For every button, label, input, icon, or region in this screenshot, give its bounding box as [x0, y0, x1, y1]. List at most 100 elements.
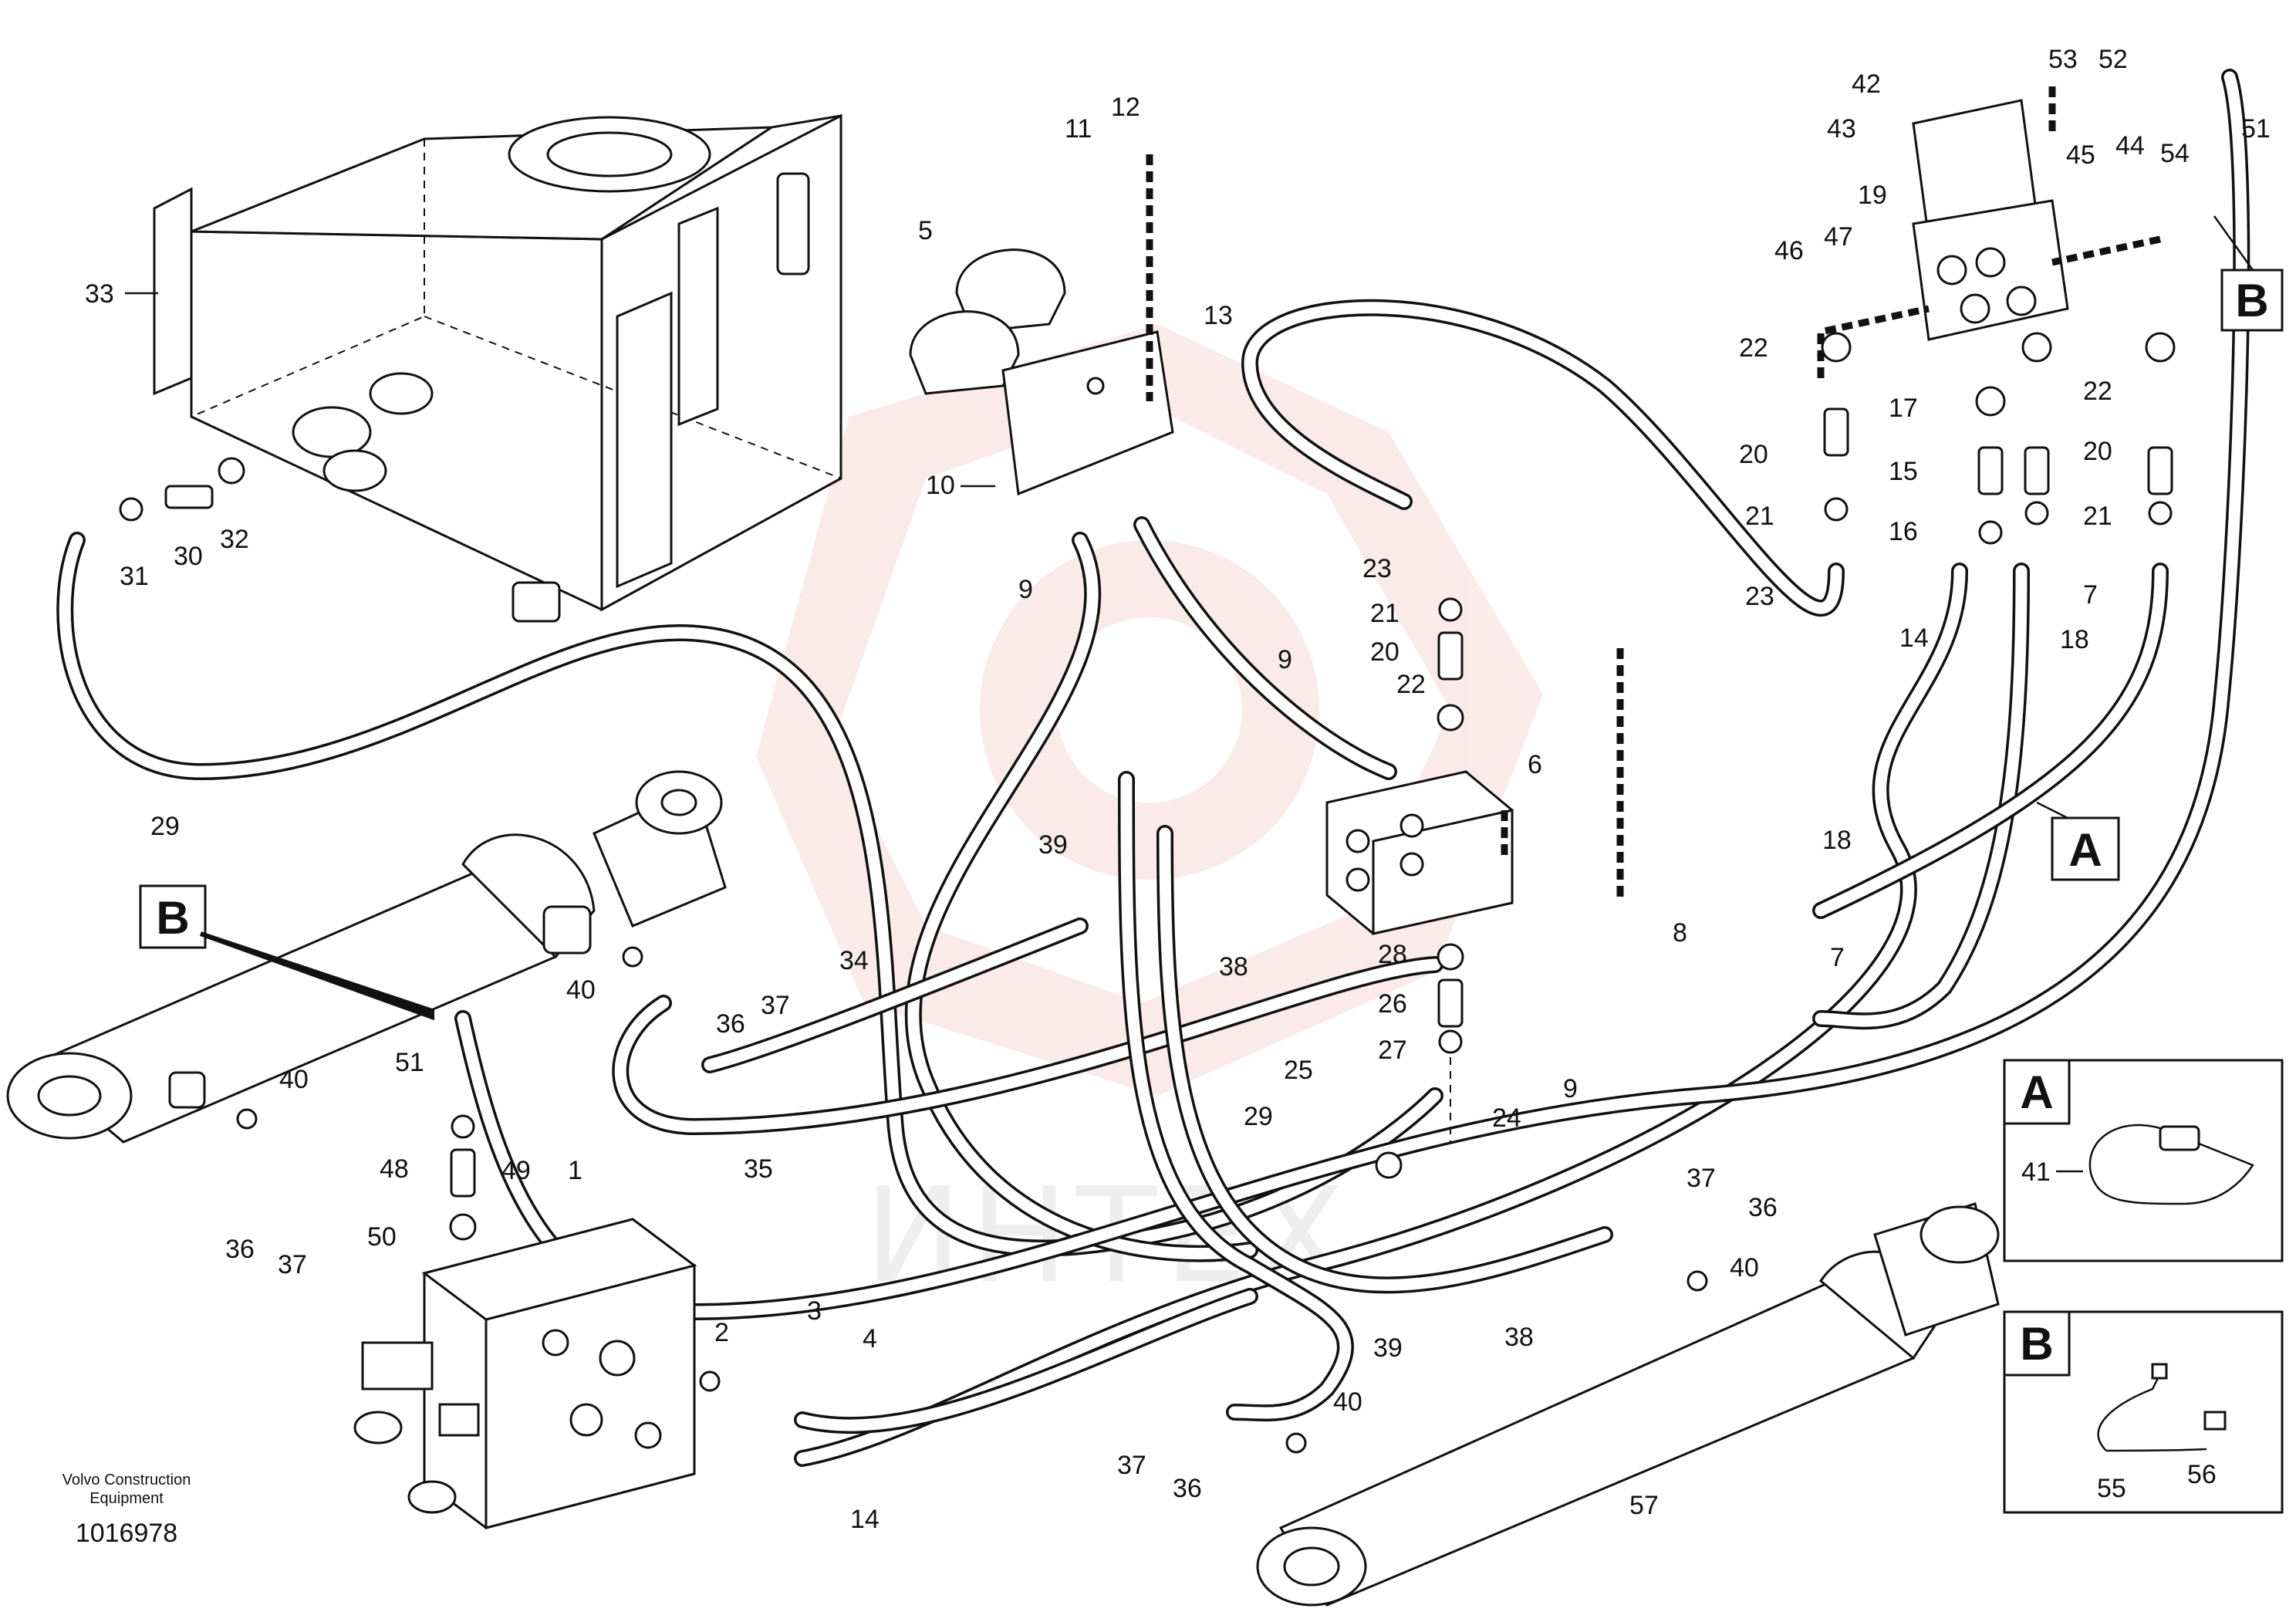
callout-22b: 22 [2083, 377, 2112, 406]
callout-15: 15 [1889, 457, 1918, 486]
brake-valve [1912, 99, 2069, 341]
callout-29b: 29 [1244, 1102, 1273, 1131]
callout-48: 48 [380, 1154, 409, 1184]
callout-37b: 37 [278, 1250, 307, 1279]
callout-17: 17 [1889, 394, 1918, 423]
callout-22a: 22 [1739, 333, 1768, 363]
callout-3: 3 [807, 1296, 822, 1326]
ref-label-b-top: B [2213, 215, 2284, 332]
callout-56: 56 [2187, 1460, 2217, 1489]
ref-label-b-left: B [139, 884, 434, 1021]
accumulators [909, 248, 1174, 496]
callout-16: 16 [1889, 517, 1918, 546]
callout-13: 13 [1204, 301, 1233, 330]
callout-35: 35 [744, 1154, 773, 1184]
callout-18b: 18 [1822, 826, 1852, 855]
callout-34: 34 [839, 946, 869, 975]
detail-a-label: A [2020, 1066, 2053, 1118]
callout-36a: 36 [716, 1009, 745, 1039]
callout-47: 47 [1824, 222, 1853, 252]
ref-b-left-text: B [156, 892, 189, 944]
callout-21b: 21 [2083, 502, 2112, 531]
callout-40c: 40 [1333, 1387, 1362, 1417]
detail-box-b: B 55 56 [2003, 1310, 2284, 1514]
callout-42: 42 [1852, 69, 1881, 99]
callout-20a: 20 [1739, 440, 1768, 469]
callout-25: 25 [1284, 1056, 1313, 1085]
callout-36c: 36 [1173, 1474, 1202, 1503]
right-cylinder [1256, 1202, 2000, 1607]
detail-b-label: B [2020, 1318, 2053, 1370]
callout-18a: 18 [2060, 625, 2089, 654]
credit-ref: 1016978 [76, 1519, 177, 1548]
control-valve [353, 1218, 697, 1529]
callout-40d: 40 [1730, 1253, 1759, 1282]
callout-12: 12 [1111, 93, 1140, 122]
callout-6: 6 [1528, 750, 1542, 779]
callout-8: 8 [1673, 918, 1687, 948]
left-cylinder [6, 770, 727, 1144]
callout-22c: 22 [1396, 670, 1426, 699]
callout-21a: 21 [1745, 502, 1774, 531]
credit: Volvo Construction Equipment 1016978 [62, 1472, 191, 1548]
callout-7a: 7 [2083, 580, 2098, 610]
fittings [119, 332, 2176, 1454]
callout-49: 49 [501, 1156, 531, 1185]
callout-40a: 40 [566, 975, 596, 1005]
callout-51a: 51 [2241, 114, 2271, 144]
hoses [56, 69, 2250, 1467]
ref-label-a: A [2036, 801, 2120, 881]
callout-4: 4 [863, 1324, 877, 1353]
callout-9a: 9 [1018, 575, 1033, 604]
callout-5: 5 [918, 216, 933, 245]
ref-a-text: A [2068, 824, 2102, 876]
callout-38a: 38 [1219, 952, 1248, 982]
callout-29a: 29 [150, 812, 180, 841]
callout-21c: 21 [1370, 599, 1400, 628]
watermark: ИНТЕХ [756, 324, 1543, 1313]
callout-20b: 20 [2083, 437, 2112, 466]
callout-43: 43 [1827, 114, 1856, 144]
callout-39b: 39 [1373, 1333, 1403, 1363]
callout-46: 46 [1774, 236, 1804, 265]
callout-10: 10 [926, 471, 955, 500]
callout-45: 45 [2066, 140, 2095, 170]
callout-37d: 37 [1687, 1164, 1716, 1193]
callout-9b: 9 [1278, 645, 1292, 674]
credit-line2: Equipment [89, 1490, 164, 1507]
callout-2: 2 [714, 1318, 729, 1347]
callout-27: 27 [1378, 1036, 1407, 1065]
callout-23b: 23 [1362, 554, 1392, 583]
callout-7b: 7 [1830, 943, 1845, 972]
callout-53: 53 [2048, 45, 2078, 74]
callout-11: 11 [1065, 114, 1092, 144]
callout-19: 19 [1858, 181, 1887, 210]
callout-14a: 14 [1899, 623, 1929, 653]
callout-40b: 40 [279, 1065, 309, 1094]
credit-line1: Volvo Construction [62, 1472, 191, 1489]
callout-50: 50 [367, 1222, 397, 1252]
ref-b-top-text: B [2235, 275, 2268, 326]
callout-55: 55 [2097, 1474, 2126, 1503]
callout-51b: 51 [395, 1048, 424, 1077]
callout-24: 24 [1492, 1103, 1521, 1133]
callout-39a: 39 [1038, 830, 1068, 860]
callout-54: 54 [2160, 139, 2190, 168]
callout-44: 44 [2115, 131, 2145, 161]
callout-36b: 36 [225, 1235, 255, 1264]
callout-9c: 9 [1563, 1074, 1578, 1103]
callout-41: 41 [2021, 1157, 2051, 1187]
callout-20c: 20 [1370, 637, 1400, 667]
callout-32: 32 [220, 525, 249, 554]
callout-36d: 36 [1748, 1193, 1778, 1222]
callout-30: 30 [174, 542, 203, 571]
callout-38b: 38 [1504, 1323, 1534, 1352]
dashed-connectors [1146, 85, 2161, 1142]
callout-26: 26 [1378, 989, 1407, 1019]
callout-23a: 23 [1745, 582, 1774, 611]
callout-37c: 37 [1117, 1451, 1146, 1480]
callout-31: 31 [120, 562, 149, 591]
callout-1: 1 [568, 1156, 582, 1185]
hydraulic-tank [153, 113, 842, 623]
